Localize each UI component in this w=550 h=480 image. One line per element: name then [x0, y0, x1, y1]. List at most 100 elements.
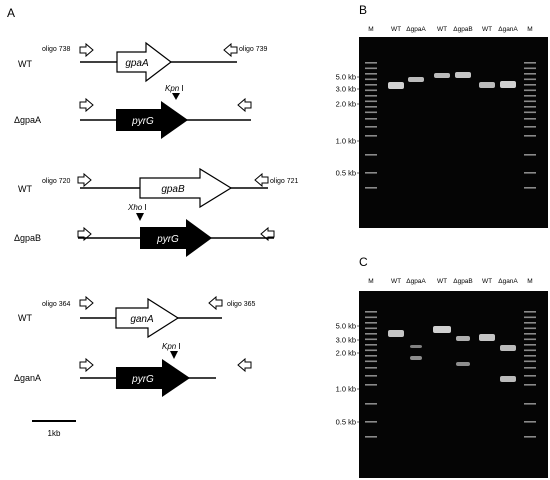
ladder-band — [524, 62, 536, 64]
lane-label: ΔganA — [498, 26, 518, 33]
ladder-band — [365, 89, 377, 92]
ladder-band — [524, 316, 536, 319]
gene-label: pyrG — [131, 116, 154, 127]
ladder-band — [365, 73, 377, 75]
gel-band — [434, 73, 450, 78]
row-label: WT — [18, 313, 32, 323]
ladder-band — [365, 154, 377, 156]
size-marker-label: 1.0 kb — [336, 137, 356, 146]
size-marker-label: 2.0 kb — [336, 349, 356, 358]
gel-band — [479, 334, 495, 341]
lane-label: ΔganA — [498, 278, 518, 285]
ladder-band — [524, 84, 536, 86]
ladder-band — [524, 106, 536, 108]
ladder-band — [365, 344, 377, 346]
ladder-band — [365, 360, 377, 363]
ladder-band — [365, 172, 377, 174]
ladder-band — [365, 100, 377, 103]
ladder-band — [524, 95, 536, 97]
restriction-site-marker — [170, 351, 178, 359]
site-num: Ⅰ — [178, 342, 180, 351]
lane-label: WT — [437, 26, 447, 33]
row-label: ΔganA — [14, 373, 41, 383]
oligo-right-label: oligo 365 — [227, 301, 256, 308]
ladder-band — [365, 384, 377, 386]
panel-b-label: B — [359, 3, 367, 17]
gel-band — [410, 345, 422, 348]
ladder-band — [524, 172, 536, 174]
ladder-band — [524, 344, 536, 346]
gel-c-bands — [365, 311, 536, 438]
gene-arrow-gana — [115, 297, 180, 339]
ladder-band — [365, 118, 377, 120]
ladder-band — [524, 421, 536, 423]
gel-b-size-markers: 5.0 kb3.0 kb2.0 kb1.0 kb0.5 kb — [336, 73, 359, 178]
ladder-band — [365, 421, 377, 423]
lane-label: M — [368, 26, 373, 33]
primer-arrow-left — [254, 172, 269, 188]
ladder-band — [524, 355, 536, 357]
ladder-band — [365, 95, 377, 97]
ladder-band — [524, 327, 536, 330]
lane-label: M — [527, 278, 532, 285]
lane-label: M — [368, 278, 373, 285]
primer-arrow-right — [79, 42, 94, 58]
ladder-band — [365, 375, 377, 377]
ladder-band — [365, 67, 377, 70]
restriction-site-marker — [136, 213, 144, 221]
construct-wt-gpaa: WT oligo 738 oligo 739 gpaA — [18, 41, 268, 83]
gene-arrow-gpaa — [116, 41, 172, 83]
gene-label: pyrG — [131, 374, 154, 385]
row-label: WT — [18, 184, 32, 194]
primer-arrow-right — [79, 357, 94, 373]
gel-band — [500, 345, 516, 351]
gene-label: pyrG — [156, 234, 179, 245]
site-name: Xho — [127, 203, 143, 212]
primer-arrow-left — [237, 97, 252, 113]
gel-band — [500, 376, 516, 382]
ladder-band — [524, 367, 536, 369]
ladder-band — [524, 73, 536, 75]
lane-label: ΔgpaA — [406, 26, 426, 33]
gel-band — [500, 81, 516, 88]
ladder-band — [365, 367, 377, 369]
lane-label: WT — [482, 26, 492, 33]
ladder-band — [524, 100, 536, 103]
gel-band — [410, 356, 422, 360]
gel-band — [388, 82, 404, 89]
size-marker-label: 5.0 kb — [336, 322, 356, 331]
ladder-band — [524, 403, 536, 405]
size-marker-label: 5.0 kb — [336, 73, 356, 82]
gel-b-image — [359, 37, 548, 228]
ladder-band — [524, 187, 536, 189]
gene-arrow-gpab — [139, 167, 233, 209]
ladder-band — [524, 338, 536, 341]
ladder-band — [524, 436, 536, 438]
ladder-band — [365, 187, 377, 189]
size-marker-label: 3.0 kb — [336, 85, 356, 94]
ladder-band — [365, 106, 377, 108]
marker-arrow-pyrg — [140, 219, 212, 257]
ladder-band — [524, 78, 536, 81]
gel-band — [479, 82, 495, 88]
ladder-band — [524, 375, 536, 377]
ladder-band — [524, 360, 536, 363]
panel-c-label: C — [359, 255, 368, 269]
ladder-band — [524, 349, 536, 352]
ladder-band — [365, 111, 377, 114]
lane-label: M — [527, 26, 532, 33]
gel-c-size-markers: 5.0 kb3.0 kb2.0 kb1.0 kb0.5 kb — [336, 322, 359, 427]
ladder-band — [524, 89, 536, 92]
primer-arrow-left — [237, 357, 252, 373]
ladder-band — [365, 327, 377, 330]
site-name: Kpn — [162, 342, 177, 351]
site-num: Ⅰ — [181, 84, 183, 93]
ladder-band — [365, 311, 377, 313]
site-name: Kpn — [165, 84, 180, 93]
site-num: Ⅰ — [144, 203, 146, 212]
